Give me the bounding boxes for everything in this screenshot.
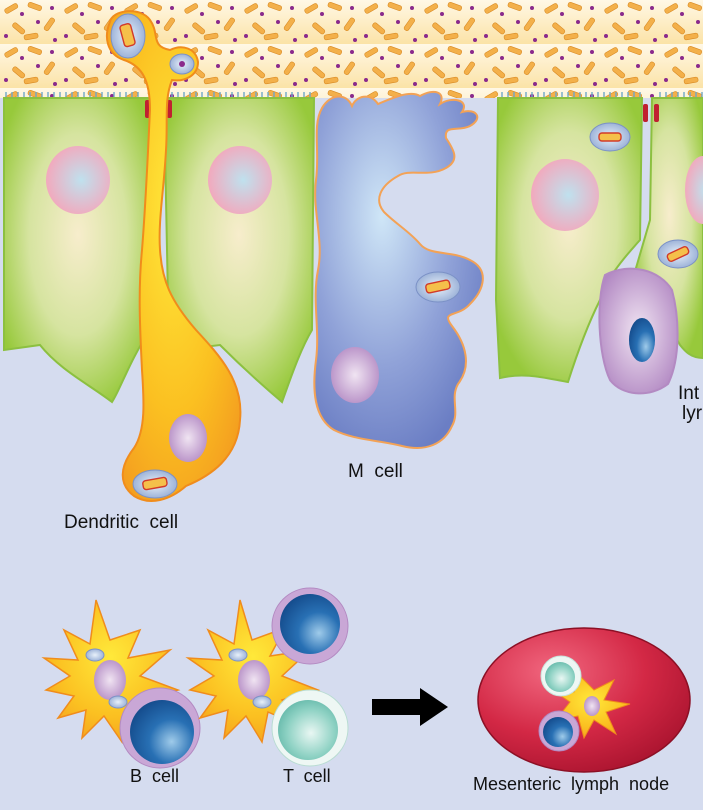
microvilli [5,92,703,98]
enterocyte-nucleus [46,146,110,214]
bacteria-vesicles [589,122,699,269]
m-cell-vesicle [415,271,461,303]
m-cell-nucleus [331,347,379,403]
arrow-icon [372,688,448,726]
dendritic-cell-label: Dendritic cell [64,512,179,533]
intraepithelial-lymphocyte-label-line1: Int [678,383,700,404]
enterocyte-2 [162,97,316,404]
dendritic-cell-b-interaction [41,599,201,769]
intraepithelial-lymphocyte [598,267,679,395]
mesenteric-lymph-node-label: Mesenteric lymph node [473,774,670,794]
intraepithelial-lymphocyte-label-line2: lyr [682,403,703,424]
mesenteric-lymph-node [477,627,691,773]
gut-lumen-bacteria [0,0,703,98]
enterocyte-nucleus [531,159,599,231]
t-cell-label: T cell [283,766,331,786]
dendritic-cell-t-interaction [185,587,349,767]
enterocyte-nucleus [685,156,703,224]
dendritic-cell [106,10,242,502]
enterocyte-3 [494,97,644,384]
b-cell-label: B cell [130,766,180,786]
m-cell-label: M cell [348,461,403,482]
tight-junctions [145,100,659,122]
enterocyte-nucleus [208,146,272,214]
